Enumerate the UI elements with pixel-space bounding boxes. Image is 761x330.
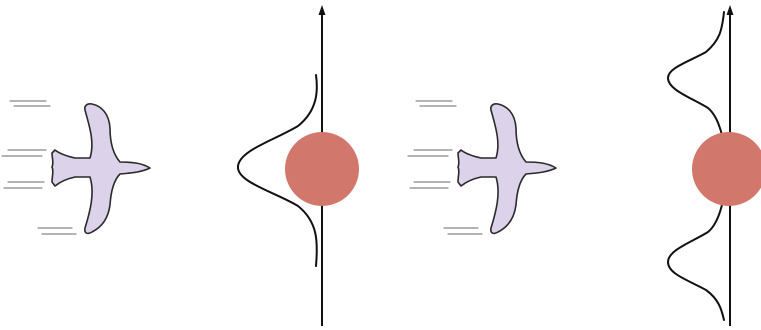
flying-bird-icon xyxy=(408,101,556,234)
right-panel xyxy=(408,5,761,326)
left-panel xyxy=(2,5,359,326)
axis-arrow-icon xyxy=(319,5,326,15)
axis-arrow-icon xyxy=(727,5,734,15)
red-ball-icon xyxy=(692,132,761,206)
red-ball-icon xyxy=(285,132,359,206)
flying-bird-icon xyxy=(2,101,150,234)
